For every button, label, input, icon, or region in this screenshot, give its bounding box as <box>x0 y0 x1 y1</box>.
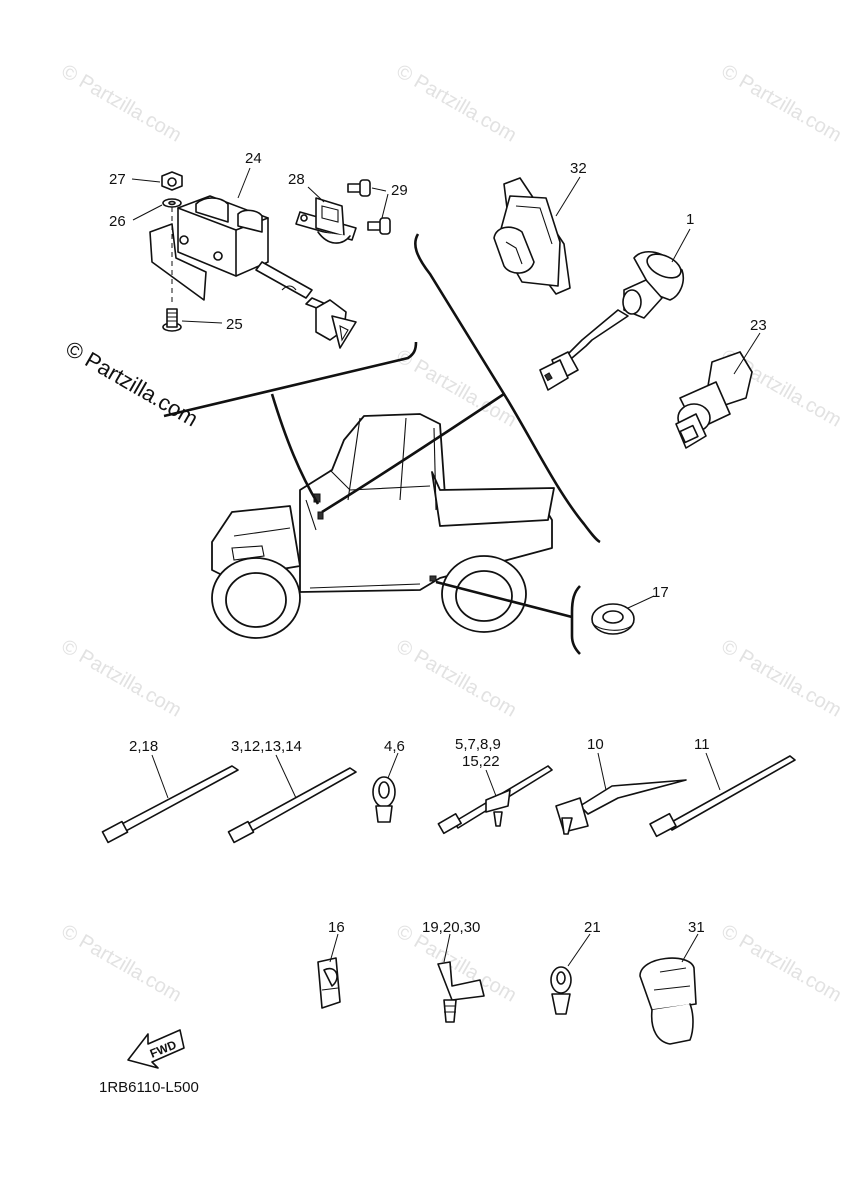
callout-4-6: 4,6 <box>384 738 405 755</box>
part-17-grommet[interactable] <box>591 603 635 635</box>
callout-2-18: 2,18 <box>129 738 158 755</box>
callout-15-22: 15,22 <box>462 753 500 770</box>
watermark: © Partzilla.com <box>718 635 846 721</box>
callout-5-7-8-9: 5,7,8,9 <box>455 736 501 753</box>
leader-16 <box>329 933 339 963</box>
leader-28 <box>307 186 325 203</box>
callout-29: 29 <box>391 182 408 199</box>
part-5-tie-with-clip[interactable] <box>437 765 553 835</box>
callout-17: 17 <box>652 584 669 601</box>
part-27-nut[interactable] <box>161 171 183 191</box>
callout-26: 26 <box>109 213 126 230</box>
part-23-switch[interactable] <box>675 351 753 449</box>
leader-bracket-upper-right <box>414 233 601 544</box>
leader-31 <box>681 933 699 963</box>
watermark: © Partzilla.com <box>393 635 521 721</box>
part-25-bolt[interactable] <box>162 308 182 332</box>
watermark: © Partzilla.com <box>58 635 186 721</box>
leader-23 <box>733 332 761 375</box>
leader-25 <box>181 320 223 324</box>
leader-29a <box>371 187 387 192</box>
part-1-socket[interactable] <box>539 249 685 391</box>
callout-24: 24 <box>245 150 262 167</box>
callout-10: 10 <box>587 736 604 753</box>
callout-28: 28 <box>288 171 305 188</box>
part-10-tie-with-mount[interactable] <box>555 779 687 835</box>
leader-2-18 <box>151 754 169 799</box>
leader-27 <box>131 178 161 183</box>
leader-bracket-17 <box>570 585 581 655</box>
part-26-washer[interactable] <box>162 198 182 208</box>
leader-24 <box>237 167 251 199</box>
diagram-code: 1RB6110-L500 <box>99 1079 199 1096</box>
watermark: © Partzilla.com <box>718 60 846 146</box>
callout-19-20-30: 19,20,30 <box>422 919 480 936</box>
part-31-clamp[interactable] <box>639 957 697 1045</box>
callout-21: 21 <box>584 919 601 936</box>
leader-10 <box>597 752 607 791</box>
leader-11 <box>705 752 721 791</box>
leader-4-6 <box>387 752 399 779</box>
part-11-cable-tie[interactable] <box>649 755 796 838</box>
leader-3-12-13-14 <box>275 754 297 799</box>
leader-5-7-8-9 <box>485 769 497 797</box>
part-3-cable-tie[interactable] <box>227 767 357 844</box>
leader-to-vehicle-a <box>270 393 320 505</box>
callout-27: 27 <box>109 171 126 188</box>
leader-17 <box>627 595 655 609</box>
callout-16: 16 <box>328 919 345 936</box>
watermark: © Partzilla.com <box>58 60 186 146</box>
leader-26 <box>132 204 163 221</box>
fwd-arrow-icon: FWD <box>127 1029 185 1069</box>
leader-32 <box>555 176 581 217</box>
leader-1 <box>671 228 691 263</box>
callout-23: 23 <box>750 317 767 334</box>
leader-to-vehicle-c <box>435 580 573 619</box>
part-4-6-clamp[interactable] <box>372 776 396 823</box>
leader-29b <box>381 193 389 219</box>
leader-to-vehicle-b <box>321 392 505 514</box>
vehicle-illustration <box>211 413 555 639</box>
part-16-clip[interactable] <box>317 957 341 1009</box>
callout-1: 1 <box>686 211 694 228</box>
callout-3-12-13-14: 3,12,13,14 <box>231 738 302 755</box>
watermark-prominent: © Partzilla.com <box>62 336 203 432</box>
watermark: © Partzilla.com <box>393 60 521 146</box>
leader-19-20-30 <box>443 933 451 963</box>
part-28-sensor[interactable] <box>295 197 357 244</box>
callout-31: 31 <box>688 919 705 936</box>
part-19-20-30-clip[interactable] <box>437 961 485 1023</box>
part-32-switch[interactable] <box>493 177 571 295</box>
callout-25: 25 <box>226 316 243 333</box>
leader-21 <box>567 933 591 967</box>
leader-bracket-upper-left <box>163 341 418 418</box>
watermark: © Partzilla.com <box>718 920 846 1006</box>
part-21-clip[interactable] <box>550 966 572 1015</box>
watermark: © Partzilla.com <box>58 920 186 1006</box>
part-2-18-cable-tie[interactable] <box>101 765 239 844</box>
callout-11: 11 <box>694 736 710 753</box>
part-29-screws[interactable] <box>347 179 391 235</box>
part-24-module[interactable] <box>149 195 357 349</box>
callout-32: 32 <box>570 160 587 177</box>
